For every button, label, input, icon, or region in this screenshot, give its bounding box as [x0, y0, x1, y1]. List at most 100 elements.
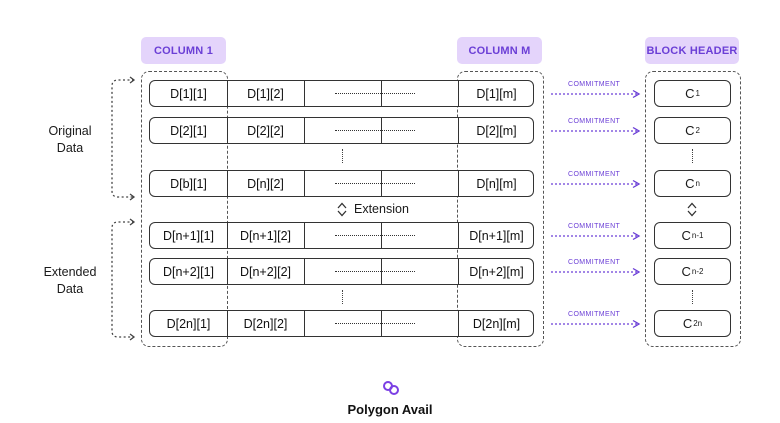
cell-column-m: D[1][m] [476, 86, 517, 101]
cell-column-m: D[n+2][m] [469, 264, 524, 279]
cell-column-1: D[n+2][1] [162, 264, 215, 279]
cell-divider [304, 311, 305, 336]
cell-column-2: D[1][2] [247, 86, 284, 101]
cell-divider [304, 259, 305, 284]
omitted-columns-dots [335, 271, 415, 272]
column-1-outline [141, 71, 228, 347]
cell-divider [227, 223, 228, 248]
cell-column-2: D[n+2][2] [239, 264, 292, 279]
cell-column-2: D[2][2] [247, 123, 284, 138]
commitment-symbol: C [685, 176, 695, 191]
cell-divider [227, 118, 228, 143]
cell-column-2: D[2n][2] [243, 316, 288, 331]
commitment-symbol: C [681, 228, 691, 243]
commitment-subscript: n-1 [691, 231, 704, 240]
cell-divider [304, 81, 305, 106]
cell-divider [458, 81, 459, 106]
commitment-subscript: 1 [695, 89, 700, 98]
commitment-arrow [551, 231, 641, 241]
commitment-subscript: 2 [695, 126, 700, 135]
data-row: D[2n][1] D[2n][2] D[2n][m] [149, 310, 534, 337]
data-row: D[n+2][1] D[n+2][2] D[n+2][m] [149, 258, 534, 285]
cell-divider [227, 311, 228, 336]
cell-column-m: D[n][m] [476, 176, 517, 191]
column-1-header: COLUMN 1 [141, 37, 226, 64]
cell-divider [458, 311, 459, 336]
commitment-label: COMMITMENT [568, 223, 621, 230]
polygon-logo-icon [383, 381, 399, 395]
commitment-arrow [551, 126, 641, 136]
commitment-arrow [551, 267, 641, 277]
cell-column-1: D[b][1] [170, 176, 207, 191]
original-data-label: Original Data [38, 123, 102, 157]
commitment-label: COMMITMENT [568, 171, 621, 178]
commitment-label: COMMITMENT [568, 259, 621, 266]
commitment-arrow [551, 179, 641, 189]
data-row: D[b][1] D[n][2] D[n][m] [149, 170, 534, 197]
cell-column-m: D[2n][m] [472, 316, 521, 331]
cell-divider [304, 171, 305, 196]
omitted-columns-dots [335, 235, 415, 236]
commitment-label: COMMITMENT [568, 118, 621, 125]
cell-column-1: D[2n][1] [166, 316, 211, 331]
extended-data-label: Extended Data [36, 264, 104, 298]
original-label-line2: Data [56, 141, 84, 155]
extended-label-line2: Data [56, 282, 84, 296]
cell-column-2: D[n+1][2] [239, 228, 292, 243]
cell-divider [458, 171, 459, 196]
extension-updown-icon [337, 202, 347, 217]
omitted-columns-dots [335, 183, 415, 184]
commitment-symbol: C [685, 123, 695, 138]
block-header-header: BLOCK HEADER [645, 37, 739, 64]
column-m-header: COLUMN M [457, 37, 542, 64]
cell-divider [304, 118, 305, 143]
cell-column-1: D[n+1][1] [162, 228, 215, 243]
commitment-ellipsis-upper [692, 149, 693, 163]
side-brackets [111, 76, 136, 341]
commitment-subscript: 2n [693, 319, 703, 328]
cell-divider [458, 223, 459, 248]
commitment-symbol: C [681, 264, 691, 279]
cell-column-m: D[n+1][m] [469, 228, 524, 243]
column-m-outline [457, 71, 544, 347]
omitted-columns-dots [335, 323, 415, 324]
cell-column-1: D[1][1] [170, 86, 207, 101]
brand-name: Polygon Avail [347, 402, 433, 417]
extension-label: Extension [354, 202, 409, 216]
commitment-arrow [551, 89, 641, 99]
commitment-subscript: n [695, 179, 700, 188]
original-label-line1: Original [48, 124, 92, 138]
row-ellipsis-upper [342, 149, 343, 163]
row-ellipsis-lower [342, 290, 343, 304]
cell-divider [304, 223, 305, 248]
cell-divider [458, 259, 459, 284]
commitment-arrow [551, 319, 641, 329]
extended-label-line1: Extended [43, 265, 97, 279]
commitment-subscript: n-2 [691, 267, 704, 276]
data-row: D[n+1][1] D[n+1][2] D[n+1][m] [149, 222, 534, 249]
cell-divider [458, 118, 459, 143]
omitted-columns-dots [335, 130, 415, 131]
commitment-label: COMMITMENT [568, 81, 621, 88]
data-row: D[1][1] D[1][2] D[1][m] [149, 80, 534, 107]
commitment-ellipsis-lower [692, 290, 693, 304]
cell-column-m: D[2][m] [476, 123, 517, 138]
cell-divider [227, 81, 228, 106]
omitted-columns-dots [335, 93, 415, 94]
cell-divider [227, 171, 228, 196]
cell-column-1: D[2][1] [170, 123, 207, 138]
block-header-outline [645, 71, 741, 347]
data-row: D[2][1] D[2][2] D[2][m] [149, 117, 534, 144]
commitment-symbol: C [685, 86, 695, 101]
commitment-label: COMMITMENT [568, 311, 621, 318]
commitment-extension-updown-icon [687, 202, 697, 217]
cell-column-2: D[n][2] [247, 176, 284, 191]
commitment-symbol: C [682, 316, 693, 331]
cell-divider [227, 259, 228, 284]
